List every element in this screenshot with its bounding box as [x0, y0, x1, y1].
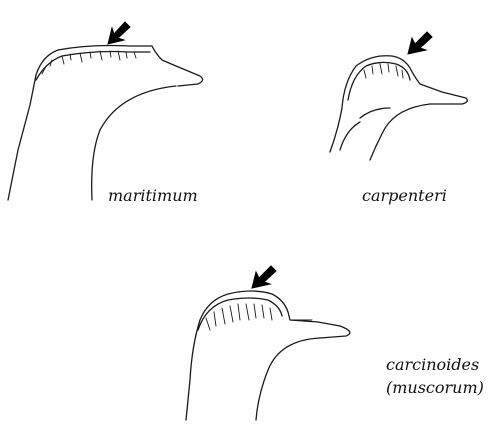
shape-maritimum [8, 46, 203, 201]
arrow-icon [408, 32, 432, 54]
species-label-carcinoides: carcinoides [386, 355, 479, 375]
arrow-icon [108, 22, 130, 44]
arrow-icon [252, 266, 276, 288]
species-label-carpenteri: carpenteri [362, 186, 447, 206]
species-label-maritimum: maritimum [108, 186, 198, 206]
shape-carpenteri [330, 56, 467, 160]
species-sublabel-muscorum: (muscorum) [386, 378, 484, 398]
shape-carcinoides [186, 291, 350, 420]
